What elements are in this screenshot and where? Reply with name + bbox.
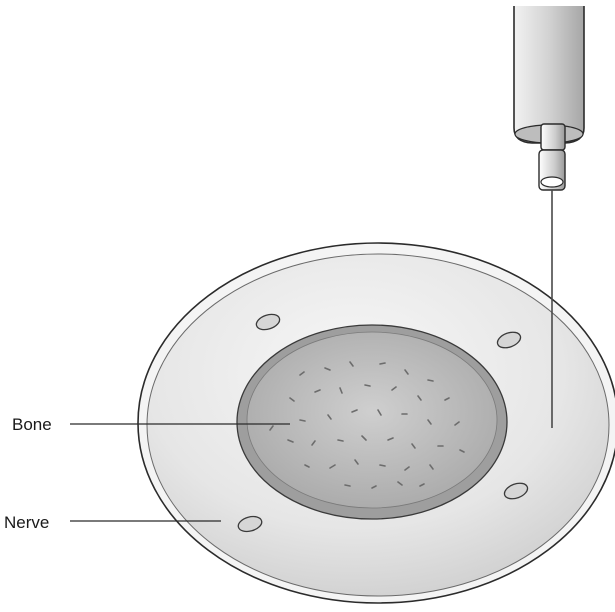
pipette-collar: [541, 124, 565, 150]
nerve-label: Nerve: [4, 514, 49, 531]
pipette-body: [514, 6, 584, 143]
bone-label: Bone: [12, 416, 52, 433]
bone-disc: [247, 332, 497, 508]
